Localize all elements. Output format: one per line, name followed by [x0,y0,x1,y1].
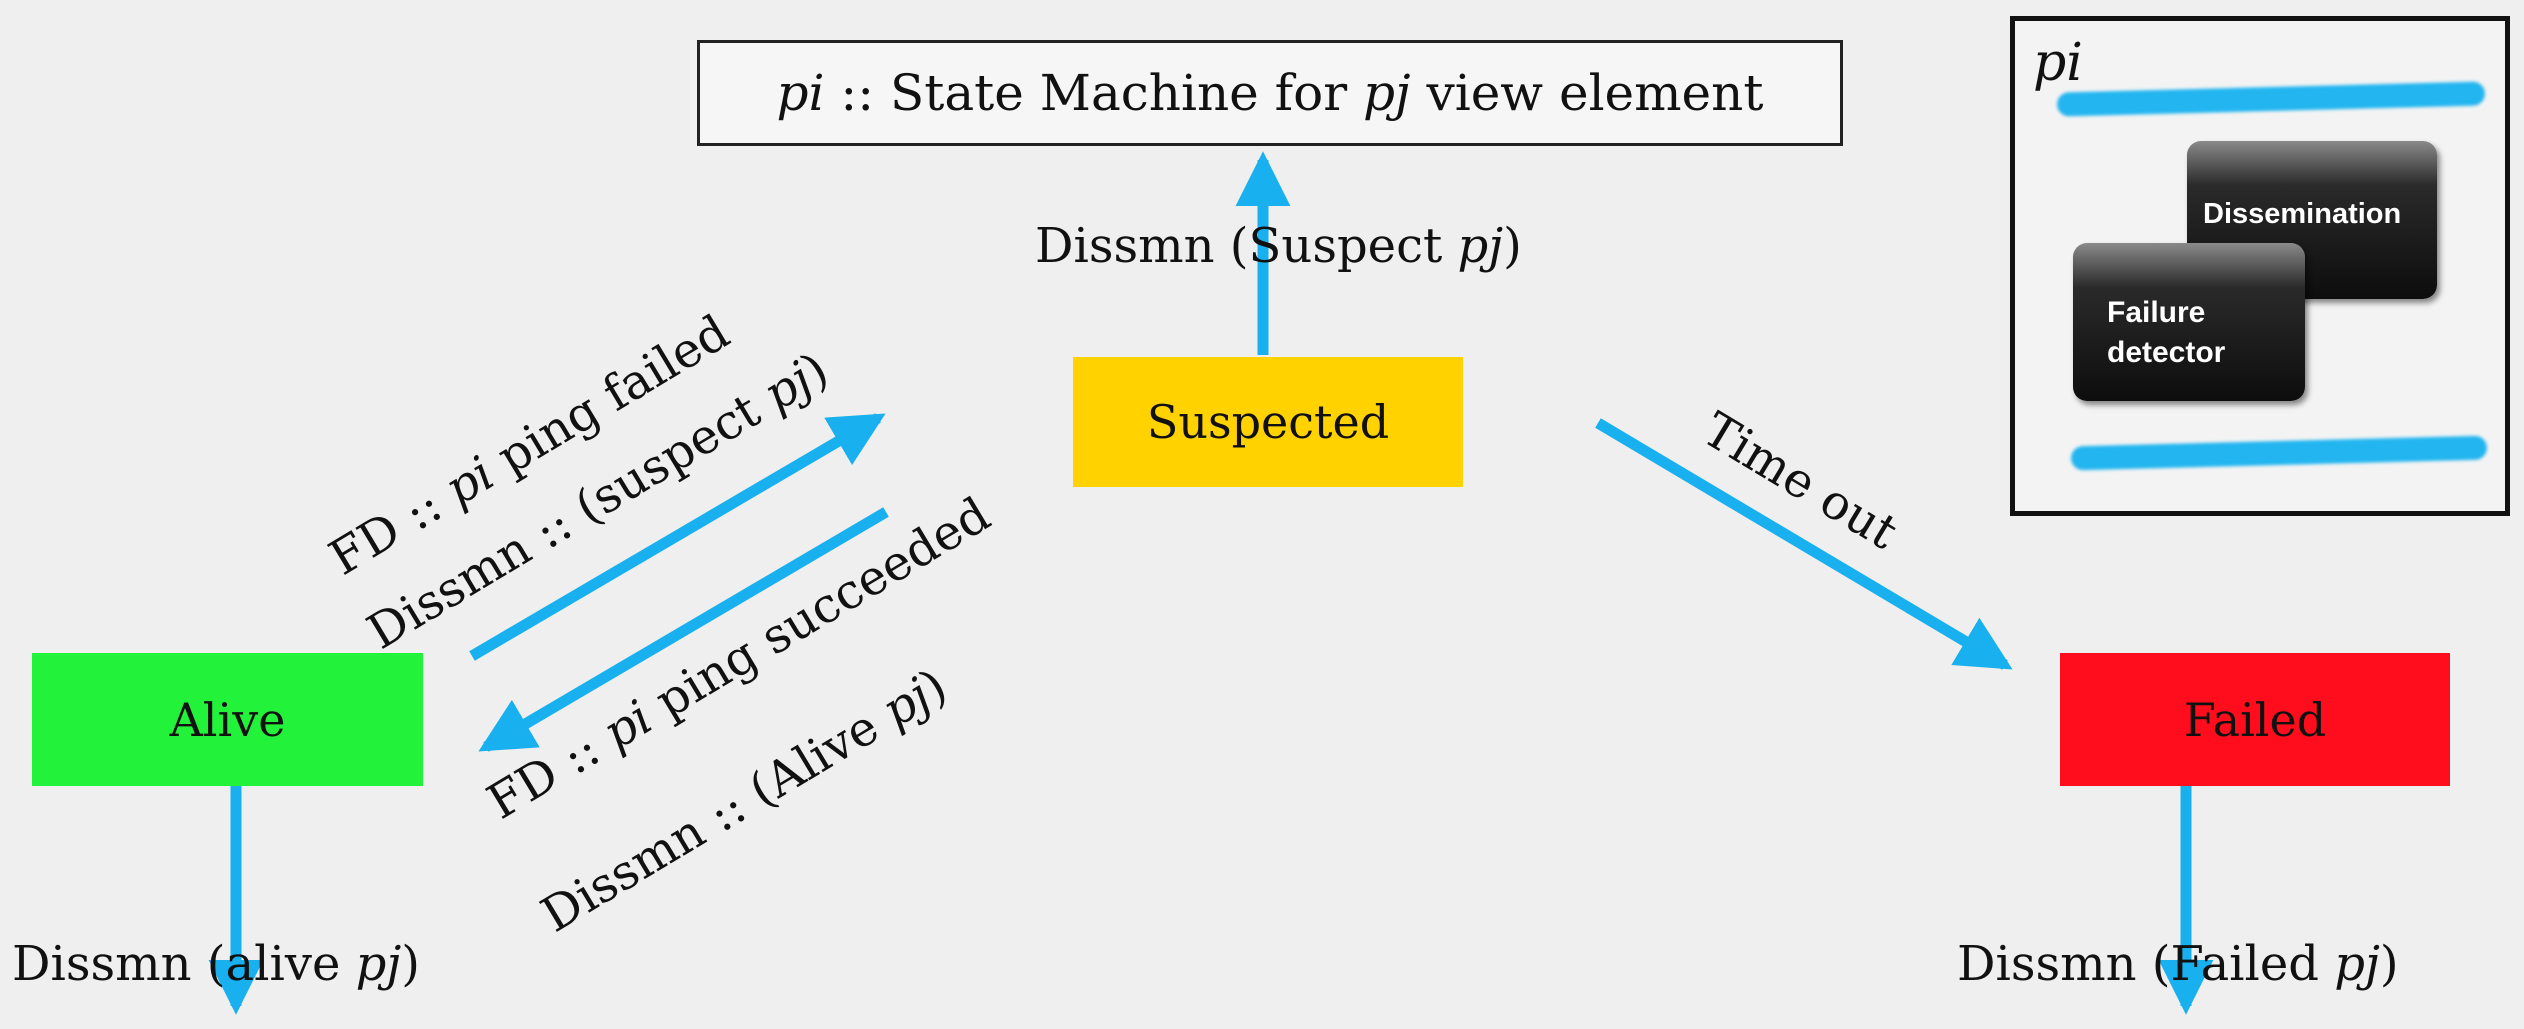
title-pi: pi [776,64,825,122]
state-suspected-label: Suspected [1146,395,1390,449]
arrow-alive-to-suspected [469,413,886,661]
inset-title: pi [2033,33,2083,93]
diagram-title: pi :: State Machine for pj view element [697,40,1843,146]
label-dissmn-failed: Dissmn (Failed pj) [1957,936,2399,992]
state-alive: Alive [32,653,423,786]
failure-detector-line2: detector [2107,336,2226,369]
failure-detector-line1: Failure [2107,296,2206,329]
dissemination-label: Dissemination [2203,198,2402,230]
arrow-suspected-to-alive [478,507,889,752]
bottom-stroke [2070,435,2488,471]
state-failed-label: Failed [2183,692,2327,747]
title-pj: pj [1363,64,1411,122]
state-suspected: Suspected [1073,357,1463,487]
arrow-suspected-to-failed [1595,418,2013,670]
state-alive-label: Alive [169,692,286,747]
label-dissmn-suspect: Dissmn (Suspect pj) [1035,218,1522,274]
state-failed: Failed [2060,653,2450,786]
top-stroke [2056,81,2486,117]
label-dissmn-alive: Dissmn (alive pj) [12,936,420,992]
title-suffix: view element [1410,64,1764,122]
title-text: :: State Machine for [824,64,1364,122]
failure-detector-module: Failure detector [2073,243,2305,401]
process-inset: pi Dissemination Failure detector [2010,16,2510,516]
